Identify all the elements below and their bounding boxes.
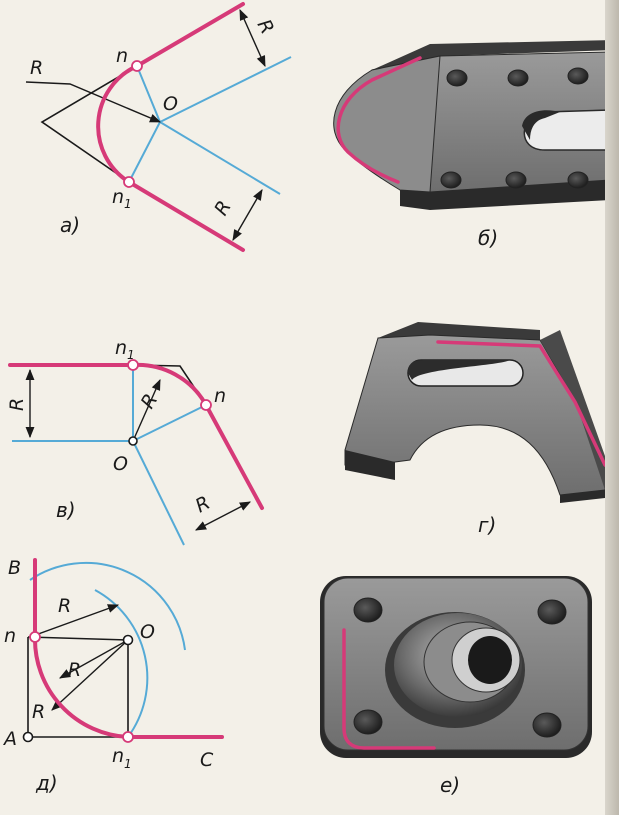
fig-v-point-n1: n	[115, 337, 127, 359]
fig-d-point-n1: n	[112, 745, 124, 767]
fig-a-top-dimension-label: R	[253, 16, 279, 38]
fig-d-point-A: A	[2, 728, 17, 750]
fig-v-radius-label: R	[137, 390, 163, 412]
figure-e-part: е)	[320, 576, 592, 797]
fig-a-bottom-dimension-label: R	[210, 197, 236, 219]
fig-b-caption: б)	[478, 226, 498, 250]
fig-v-left-dimension-label: R	[6, 398, 28, 411]
fig-d-center-O: O	[140, 621, 155, 643]
fig-e-caption: е)	[440, 773, 460, 797]
fig-d-radius-label-3: R	[32, 701, 45, 723]
fig-d-radius-label-2: R	[68, 659, 81, 681]
figure-b-part: б)	[333, 40, 615, 250]
fig-d-point-n1-subscript: 1	[124, 757, 132, 771]
page-edge-shadow	[605, 0, 619, 815]
fig-a-point-n1: n	[112, 186, 124, 208]
fig-d-point-B: B	[8, 557, 21, 579]
fig-a-caption: а)	[60, 213, 80, 237]
figure-v-construction: R R R n 1 n O в)	[6, 337, 264, 546]
fig-v-point-n: n	[214, 385, 226, 407]
fig-v-bottom-dimension-label: R	[192, 492, 214, 518]
fig-a-point-n1-subscript: 1	[124, 197, 132, 211]
fig-a-center-O: O	[163, 93, 178, 115]
fig-v-center-O: O	[113, 453, 128, 475]
fig-d-point-C: C	[200, 749, 214, 771]
fig-a-point-n: n	[116, 45, 128, 67]
fig-d-radius-label-1: R	[58, 595, 71, 617]
fig-a-radius-label: R	[30, 57, 43, 79]
fig-d-point-n: n	[4, 625, 16, 647]
fig-g-caption: г)	[478, 513, 496, 537]
figure-g-part: г)	[344, 322, 610, 537]
fig-v-point-n1-subscript: 1	[127, 348, 135, 362]
figure-d-construction: B A C n n 1 O R R R д)	[2, 557, 224, 795]
fig-v-caption: в)	[56, 498, 76, 522]
figure-a-construction: R R R n n 1 O а)	[25, 2, 292, 252]
fig-d-caption: д)	[35, 771, 58, 795]
